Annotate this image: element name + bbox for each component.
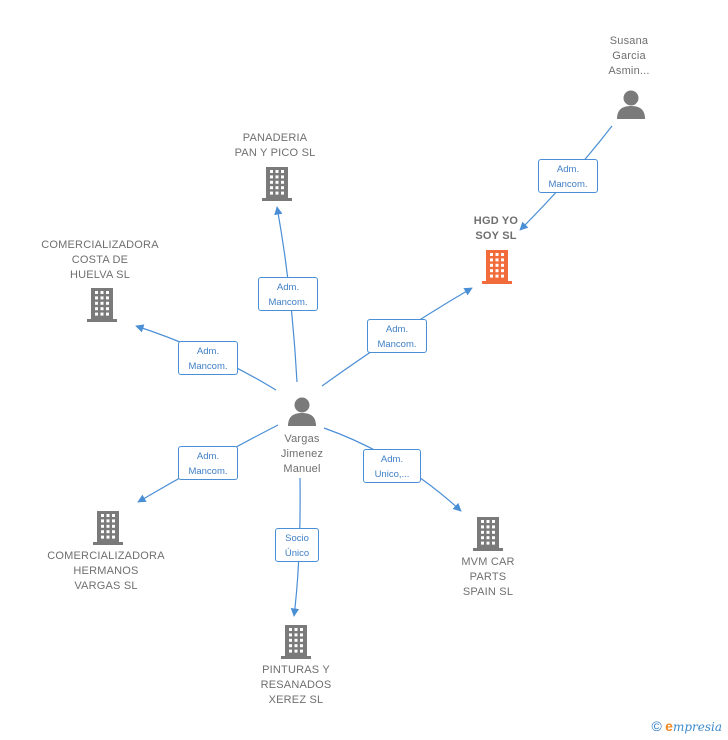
node-label-hermanos[interactable]: COMERCIALIZADORA HERMANOS VARGAS SL <box>47 550 165 592</box>
copyright-footer: © empresia <box>651 718 722 734</box>
building-windows-costa <box>95 291 109 316</box>
node-label-hgd[interactable]: HGD YO SOY SL <box>473 215 519 242</box>
brand-logo-text: mpresia <box>672 720 722 734</box>
node-label-susana[interactable]: Susana Garcia Asmin... <box>608 35 650 77</box>
node-label-mvm[interactable]: MVM CAR PARTS SPAIN SL <box>461 556 515 598</box>
building-windows-pinturas <box>289 628 303 653</box>
edge-label-vargas-to-mvm[interactable]: Adm. Unico,... <box>363 449 421 483</box>
building-windows-mvm <box>481 520 495 545</box>
edge-label-vargas-to-hgd[interactable]: Adm. Mancom. <box>367 319 427 353</box>
person-icon-susana[interactable] <box>617 90 645 120</box>
node-label-pinturas[interactable]: PINTURAS Y RESANADOS XEREZ SL <box>260 664 332 706</box>
building-windows-hgd <box>490 253 504 278</box>
node-label-vargas[interactable]: Vargas Jimenez Manuel <box>280 433 324 475</box>
edge-label-vargas-to-pinturas[interactable]: Socio Único <box>275 528 319 562</box>
edge-label-vargas-to-costa[interactable]: Adm. Mancom. <box>178 341 238 375</box>
edge-label-vargas-to-hermanos[interactable]: Adm. Mancom. <box>178 446 238 480</box>
node-label-costa[interactable]: COMERCIALIZADORA COSTA DE HUELVA SL <box>41 239 159 281</box>
copyright-icon: © <box>651 718 662 734</box>
person-icon-vargas[interactable] <box>288 397 316 427</box>
node-label-panaderia[interactable]: PANADERIA PAN Y PICO SL <box>234 132 316 159</box>
brand-logo-initial: e <box>665 718 673 734</box>
building-windows-panaderia <box>270 170 284 195</box>
icons-layer <box>87 90 645 659</box>
building-windows-hermanos <box>101 514 115 539</box>
edge-label-vargas-to-panaderia[interactable]: Adm. Mancom. <box>258 277 318 311</box>
edge-label-susana-to-hgd[interactable]: Adm. Mancom. <box>538 159 598 193</box>
